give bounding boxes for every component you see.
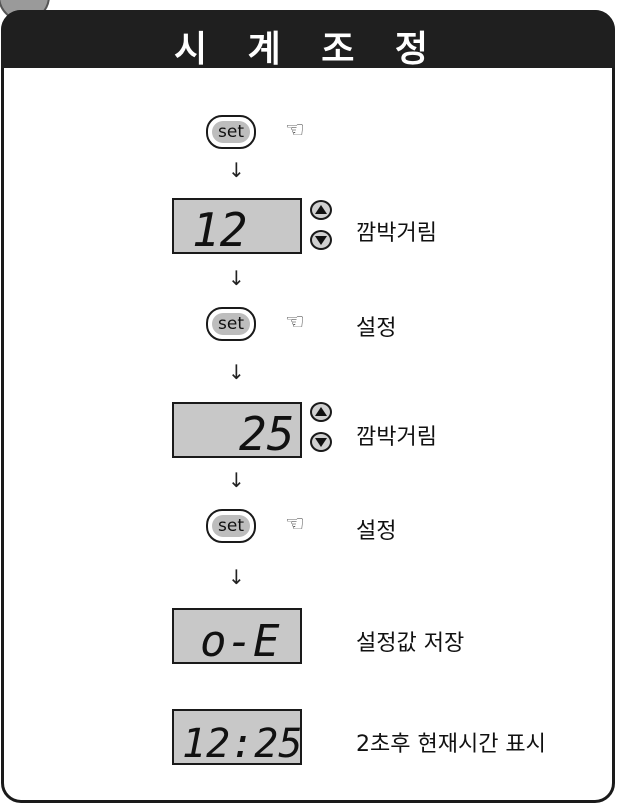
header-bar: 시 계 조 정	[1, 10, 615, 70]
down-arrow-icon: ↓	[228, 360, 245, 384]
lcd-display-minute: 25	[172, 402, 302, 458]
up-triangle-icon	[315, 407, 327, 416]
set-button[interactable]: set	[206, 115, 256, 149]
blink-label-2: 깜박거림	[356, 425, 437, 450]
up-button[interactable]	[310, 402, 332, 422]
set-button[interactable]: set	[206, 509, 256, 543]
lcd-digits-minute: 25	[239, 407, 294, 458]
set-confirm-label-1: 설정	[356, 316, 397, 341]
lcd-digits-hour: 12	[192, 203, 247, 254]
lcd-text-minute: 25	[239, 407, 294, 458]
lcd-display-hour: 12	[172, 198, 302, 254]
instruction-panel	[1, 10, 615, 803]
down-triangle-icon	[315, 236, 327, 245]
down-arrow-icon: ↓	[228, 468, 245, 492]
lcd-digits-ok: o-E	[200, 616, 280, 664]
down-triangle-icon	[315, 438, 327, 447]
set-button-label: set	[212, 121, 250, 143]
lcd-digits-time: 12:25	[182, 721, 302, 765]
set-confirm-label-2: 설정	[356, 519, 397, 544]
pointing-hand-icon: ☜	[285, 310, 305, 335]
down-arrow-icon: ↓	[228, 158, 245, 182]
down-button[interactable]	[310, 230, 332, 250]
lcd-display-ok: o-E	[172, 608, 302, 664]
blink-label-1: 깜박거림	[356, 221, 437, 246]
set-button-label: set	[212, 515, 250, 537]
page-title: 시 계 조 정	[173, 29, 443, 70]
display-time-label: 2초후 현재시간 표시	[356, 732, 546, 757]
save-label: 설정값 저장	[356, 631, 465, 656]
down-arrow-icon: ↓	[228, 565, 245, 589]
set-button-label: set	[212, 313, 250, 335]
down-arrow-icon: ↓	[228, 266, 245, 290]
lcd-text-hour: 12	[192, 203, 247, 254]
down-button[interactable]	[310, 432, 332, 452]
up-triangle-icon	[315, 205, 327, 214]
lcd-display-time: 12:25	[172, 709, 302, 765]
pointing-hand-icon: ☜	[285, 512, 305, 537]
pointing-hand-icon: ☜	[285, 118, 305, 143]
set-button[interactable]: set	[206, 307, 256, 341]
lcd-text-time: 12:25	[182, 721, 302, 765]
up-button[interactable]	[310, 200, 332, 220]
lcd-text-ok: o-E	[200, 616, 280, 664]
